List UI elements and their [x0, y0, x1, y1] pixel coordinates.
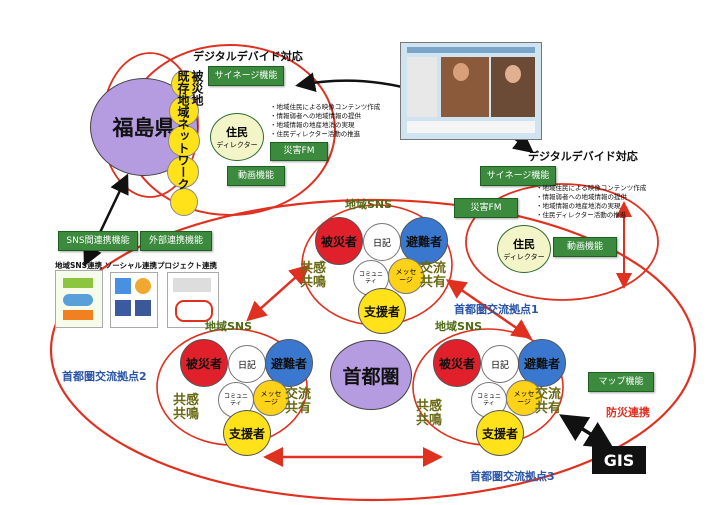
- empathy-label: 共感共鳴: [173, 393, 200, 422]
- sns-cluster-label: 地域SNS: [345, 198, 393, 211]
- network-label: 被災地 既存地域ネットワーク: [176, 70, 204, 190]
- right-bullets: ・地域住民による映像コンテンツ作成 ・情報弱者への地域情報の提供 ・地域情報の地…: [536, 184, 647, 219]
- map-function: マップ機能: [588, 372, 654, 392]
- metro-area-outline: [49, 198, 697, 502]
- diary-node: 日記: [228, 345, 266, 383]
- supporter-node: 支援者: [476, 410, 524, 456]
- empathy-label: 共感共鳴: [300, 261, 327, 290]
- hub-1-label: 首都圏交流拠点1: [454, 303, 539, 316]
- right-resident-director: 住民 ディレクター: [497, 225, 551, 273]
- diary-node: 日記: [481, 345, 519, 383]
- message-node: メッセージ: [253, 380, 289, 416]
- fukushima-bullets: ・地域住民による映像コンテンツ作成 ・情報弱者への地域情報の提供 ・地域情報の地…: [270, 103, 381, 138]
- network-column: [165, 70, 210, 220]
- evacuee-node: 避難者: [400, 217, 448, 265]
- gis-arrow: [559, 414, 614, 449]
- fukushima-disaster-fm: 災害FM: [270, 142, 328, 161]
- victim-node: 被災者: [315, 217, 363, 265]
- right-disaster-fm: 災害FM: [454, 198, 518, 218]
- gis-box: GIS: [592, 446, 646, 474]
- victim-node: 被災者: [433, 339, 481, 387]
- hub-2-label: 首都圏交流拠点2: [62, 370, 147, 383]
- exchange-label: 交流共有: [535, 387, 562, 416]
- external-link-function: 外部連携機能: [140, 231, 212, 251]
- metro-node: 首都圏: [330, 340, 412, 410]
- diary-node: 日記: [363, 223, 401, 261]
- right-video: 動画機能: [553, 237, 617, 257]
- disaster-link-label: 防災連携: [606, 406, 650, 419]
- hub-3-label: 首都圏交流拠点3: [470, 470, 555, 483]
- right-digital-divide-title: デジタルデバイド対応: [528, 150, 638, 163]
- fukushima-digital-divide-title: デジタルデバイド対応: [193, 50, 303, 63]
- supporter-node: 支援者: [223, 410, 271, 456]
- partner-logos: [55, 270, 220, 328]
- empathy-label: 共感共鳴: [416, 399, 443, 428]
- victim-node: 被災者: [180, 339, 228, 387]
- evacuee-node: 避難者: [518, 339, 566, 387]
- fukushima-label: 福島県: [112, 116, 176, 140]
- fukushima-resident-director: 住民 ディレクター: [210, 113, 264, 161]
- right-signage: サイネージ機能: [480, 166, 556, 186]
- supporter-node: 支援者: [358, 288, 406, 334]
- exchange-label: 交流共有: [420, 261, 447, 290]
- sns-link-function: SNS間連携機能: [58, 231, 138, 251]
- evacuee-node: 避難者: [265, 339, 313, 387]
- social-link-caption: 地域SNS連携 ソーシャル連携プロジェクト連携: [55, 261, 218, 270]
- message-node: メッセージ: [506, 380, 542, 416]
- message-node: メッセージ: [388, 258, 424, 294]
- sns-cluster-label: 地域SNS: [435, 320, 483, 333]
- exchange-label: 交流共有: [285, 387, 312, 416]
- fukushima-signage: サイネージ機能: [208, 66, 284, 86]
- signage-screenshot: [400, 42, 542, 140]
- right-panel-outline: [465, 183, 659, 301]
- fukushima-video: 動画機能: [227, 166, 285, 186]
- sns-cluster-label: 地域SNS: [205, 320, 253, 333]
